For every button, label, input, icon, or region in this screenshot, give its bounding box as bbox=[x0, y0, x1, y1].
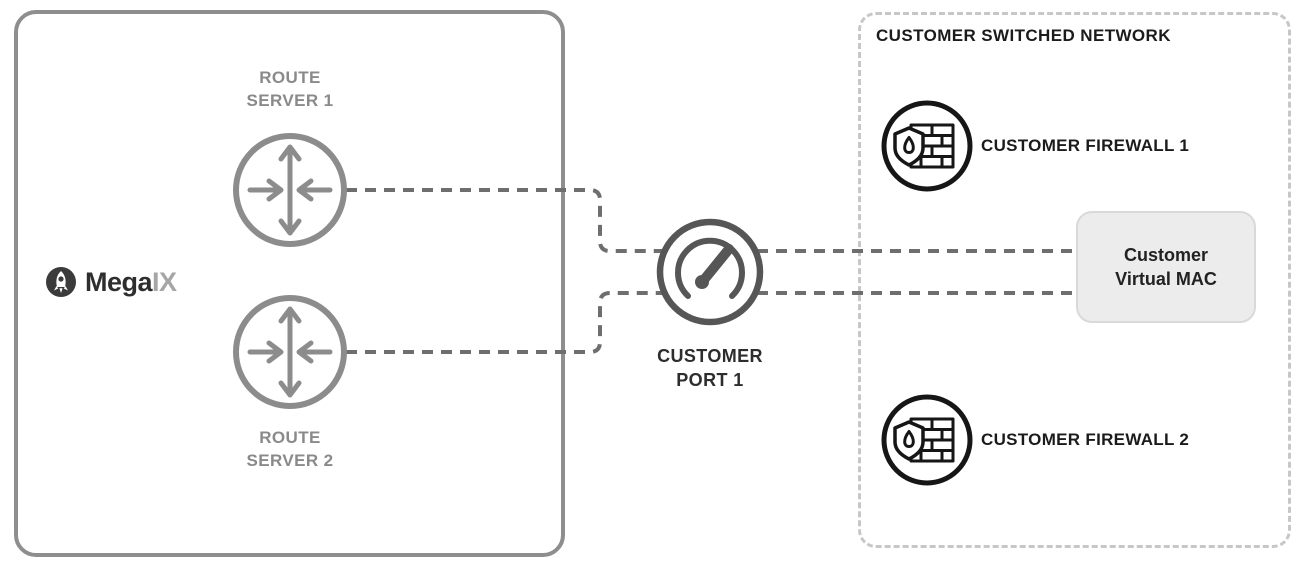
customer-network-title: CUSTOMER SWITCHED NETWORK bbox=[876, 26, 1171, 45]
firewall-2-icon bbox=[881, 394, 973, 486]
megaix-logo-text: MegaIX bbox=[85, 267, 177, 298]
connection-line-rs1-to-port bbox=[346, 188, 662, 253]
route-server-2-label-line1: ROUTE bbox=[259, 428, 321, 447]
customer-firewall-1-label: CUSTOMER FIREWALL 1 bbox=[981, 136, 1190, 155]
route-server-1-icon bbox=[233, 133, 347, 247]
megaix-rocket-icon bbox=[46, 267, 76, 297]
megaix-logo-text-bold: Mega bbox=[85, 266, 153, 297]
route-server-1-label-line1: ROUTE bbox=[259, 68, 321, 87]
route-server-2-icon bbox=[233, 295, 347, 409]
customer-virtual-mac-line2: Virtual MAC bbox=[1115, 269, 1217, 289]
megaix-logo: MegaIX bbox=[44, 263, 177, 301]
customer-network-panel bbox=[858, 12, 1291, 548]
route-server-2-label-line2: SERVER 2 bbox=[246, 451, 334, 470]
route-server-1-label-line2: SERVER 1 bbox=[246, 91, 334, 110]
connection-line-rs2-to-port bbox=[346, 291, 662, 354]
route-server-2-label: ROUTE SERVER 2 bbox=[190, 426, 390, 472]
customer-virtual-mac-box: Customer Virtual MAC bbox=[1076, 211, 1256, 323]
customer-virtual-mac-line1: Customer bbox=[1123, 245, 1208, 265]
customer-port-label-line1: CUSTOMER bbox=[657, 346, 763, 366]
customer-port-label: CUSTOMER PORT 1 bbox=[620, 344, 800, 392]
firewall-1-icon bbox=[881, 100, 973, 192]
customer-port-label-line2: PORT 1 bbox=[676, 370, 744, 390]
megaix-logo-text-light: IX bbox=[152, 266, 177, 297]
megaix-panel bbox=[14, 10, 565, 557]
customer-firewall-2-label: CUSTOMER FIREWALL 2 bbox=[981, 430, 1190, 449]
gauge-icon bbox=[656, 218, 764, 326]
route-server-1-label: ROUTE SERVER 1 bbox=[190, 66, 390, 112]
